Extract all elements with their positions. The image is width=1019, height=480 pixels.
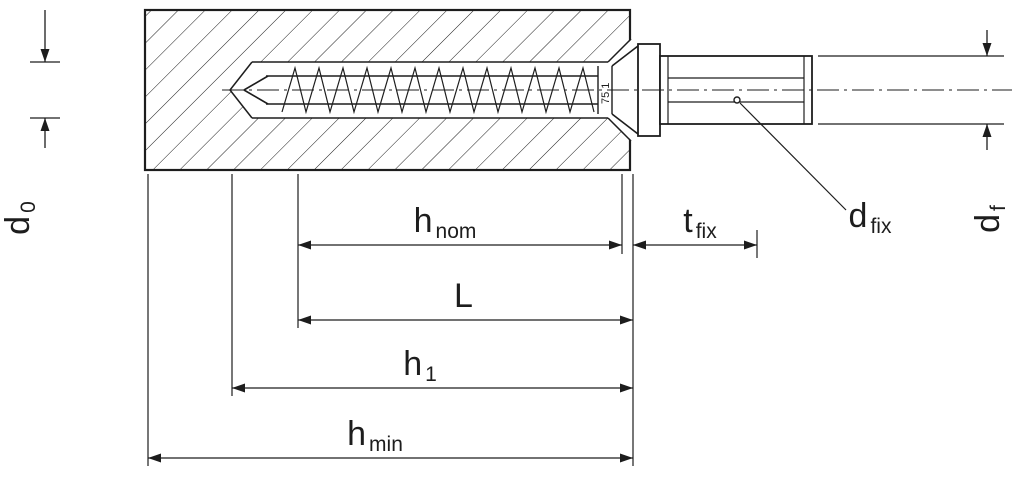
screw-thread <box>281 65 595 115</box>
extension-lines <box>30 55 1004 466</box>
dim-label-hmin-main: h <box>347 415 367 453</box>
dim-label-tfix-sub: fix <box>695 220 717 243</box>
concrete-screw <box>243 45 639 135</box>
dim-label-hnom-sub: nom <box>435 220 477 243</box>
dim-label-L: L <box>420 277 510 315</box>
drill-hole-outline <box>229 38 632 142</box>
dim-label-dfix-sub: fix <box>870 215 892 238</box>
dim-label-dfix-main: d <box>848 197 868 235</box>
dim-label-df-sub: f <box>987 205 1010 211</box>
dim-label-hnom-main: h <box>413 202 433 240</box>
dim-label-d0-sub: 0 <box>17 201 40 213</box>
drill-hole <box>230 39 632 141</box>
head-marking: 75 1 <box>600 83 612 104</box>
dimension-lines <box>40 10 992 463</box>
dim-label-d0: d0 <box>0 182 44 254</box>
dim-label-h1-main: h <box>403 345 423 383</box>
dim-label-h1-sub: 1 <box>425 363 437 386</box>
dfix-leader-line <box>739 102 847 211</box>
dim-label-df-main: d <box>969 213 1007 233</box>
dim-label-d0-main: d <box>0 215 37 235</box>
dim-label-df: df <box>969 183 1014 255</box>
dim-label-tfix-main: t <box>683 202 693 240</box>
dim-label-hmin-sub: min <box>369 433 403 456</box>
dfix-reference-point <box>733 96 741 104</box>
dim-label-L-main: L <box>454 277 473 315</box>
